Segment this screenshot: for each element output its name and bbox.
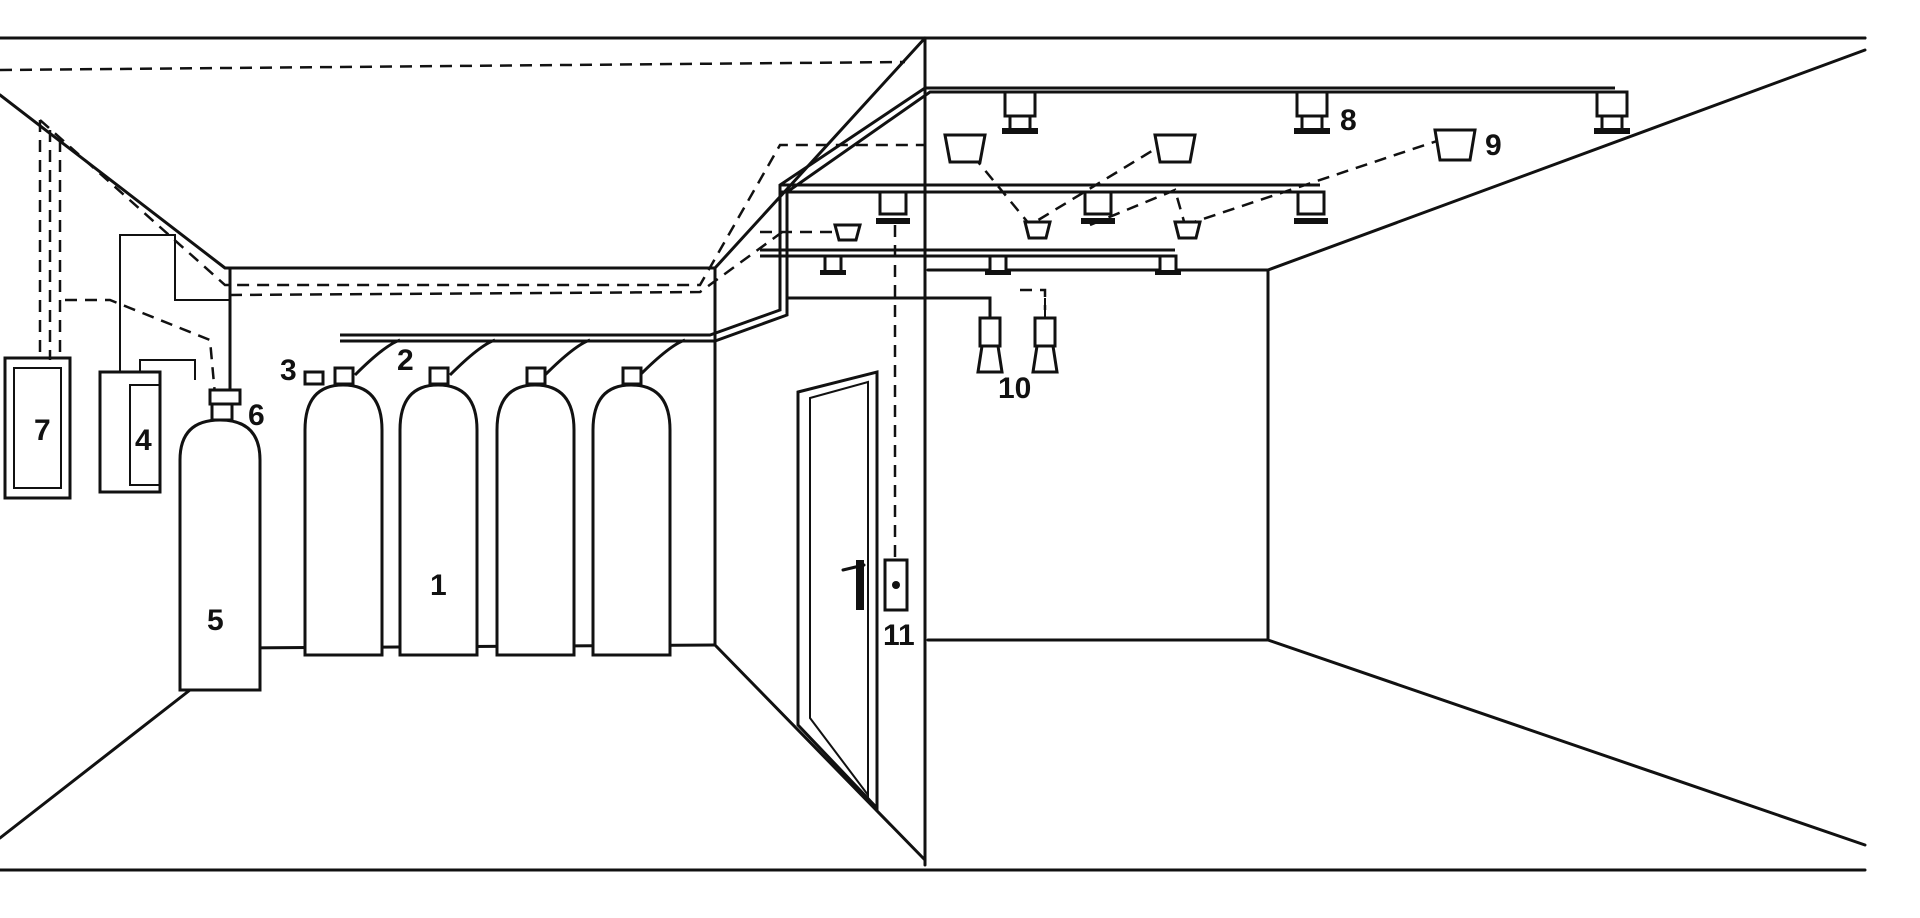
nozzle — [985, 254, 1011, 275]
valve-1b — [428, 366, 450, 386]
callout-labels: 1 2 3 4 5 6 7 8 9 10 11 — [34, 104, 1502, 652]
valve-1c — [525, 366, 547, 386]
nozzle — [1155, 254, 1181, 275]
nozzle — [1594, 90, 1630, 134]
label-5: 5 — [207, 604, 224, 637]
right-room-floor-diagonal — [1266, 638, 1867, 847]
label-4: 4 — [135, 424, 152, 457]
detector — [1173, 220, 1202, 240]
door-panel — [809, 380, 869, 798]
door-handle — [841, 563, 866, 572]
label-2: 2 — [397, 344, 414, 377]
detector-9 — [1433, 128, 1477, 162]
solenoid-6 — [208, 388, 242, 406]
label-6: 6 — [248, 399, 265, 432]
detector — [1153, 133, 1197, 164]
pilot-cylinder-5 — [178, 418, 262, 692]
cylinder-1c — [495, 383, 576, 657]
ceiling-devices — [820, 90, 1630, 275]
cylinder-1d — [591, 383, 672, 657]
detector — [943, 133, 987, 164]
sounder-feed — [787, 296, 992, 318]
pilot-valve-3 — [303, 370, 325, 386]
label-3: 3 — [280, 354, 297, 387]
cylinder-1a — [303, 383, 384, 657]
panel-wiring — [119, 234, 231, 372]
door-handle-plate — [856, 560, 864, 610]
door — [796, 370, 879, 812]
piping — [340, 86, 1615, 377]
manual-switch-11 — [883, 558, 909, 612]
detector — [833, 223, 862, 242]
nozzle — [1294, 90, 1330, 134]
label-10: 10 — [998, 372, 1031, 405]
nozzle — [820, 254, 846, 275]
nozzle — [1081, 190, 1115, 224]
main-manifold-upper — [340, 86, 1615, 337]
nozzle — [1002, 90, 1038, 134]
door-frame — [796, 370, 879, 812]
right-floor-edge — [713, 643, 927, 862]
alarm-box-7 — [3, 356, 72, 500]
right-room-ceiling-diagonal — [1266, 48, 1867, 272]
valve-1d — [621, 366, 643, 386]
detector — [1023, 220, 1052, 240]
valve-1a — [333, 366, 355, 386]
label-9: 9 — [1485, 129, 1502, 162]
left-wall-devices — [3, 234, 231, 500]
left-floor-edge — [0, 688, 192, 840]
left-room-ceiling-edge — [0, 36, 927, 270]
nozzle — [1294, 190, 1328, 224]
detection-wiring — [0, 60, 1441, 560]
label-1: 1 — [430, 569, 447, 602]
label-11: 11 — [883, 619, 915, 652]
label-8: 8 — [1340, 104, 1357, 137]
nozzle — [876, 190, 910, 224]
cylinder-1b — [398, 383, 479, 657]
room-structure — [0, 36, 1867, 872]
cylinder-bank — [178, 366, 672, 692]
sounders-10 — [976, 298, 1059, 374]
label-7: 7 — [34, 414, 51, 447]
